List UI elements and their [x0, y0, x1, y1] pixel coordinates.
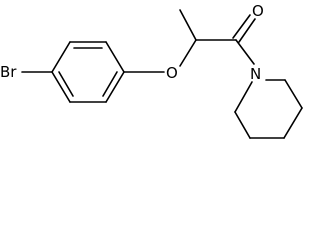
ring-bond	[105, 41, 125, 73]
ring-bond	[284, 79, 303, 109]
bromine-atom-label: Br	[0, 63, 17, 81]
structure-canvas: Br O O N	[0, 2, 303, 139]
ring-bond	[105, 71, 125, 103]
ring-bond	[51, 41, 71, 73]
carbonyl-oxygen-label: O	[252, 2, 264, 20]
benzene-ring	[51, 41, 125, 103]
ring-bond	[234, 111, 251, 139]
carbonyl-double-bond	[232, 14, 251, 39]
piperidine-ring	[234, 79, 303, 139]
ether-oxygen-label: O	[166, 64, 178, 82]
methyl-bond	[179, 9, 197, 41]
ring-double-bond	[58, 71, 74, 97]
carbonyl-nitrogen-bond	[235, 39, 255, 65]
carbonyl-double-bond	[238, 18, 256, 43]
ring-bond	[234, 81, 253, 113]
nitrogen-atom-label: N	[250, 65, 261, 83]
oxygen-ch-bond	[179, 39, 197, 67]
ring-bond	[51, 71, 71, 103]
molecule-structure: Br O O N	[0, 2, 303, 139]
ring-bond	[283, 107, 303, 139]
ring-double-bond	[102, 71, 118, 97]
